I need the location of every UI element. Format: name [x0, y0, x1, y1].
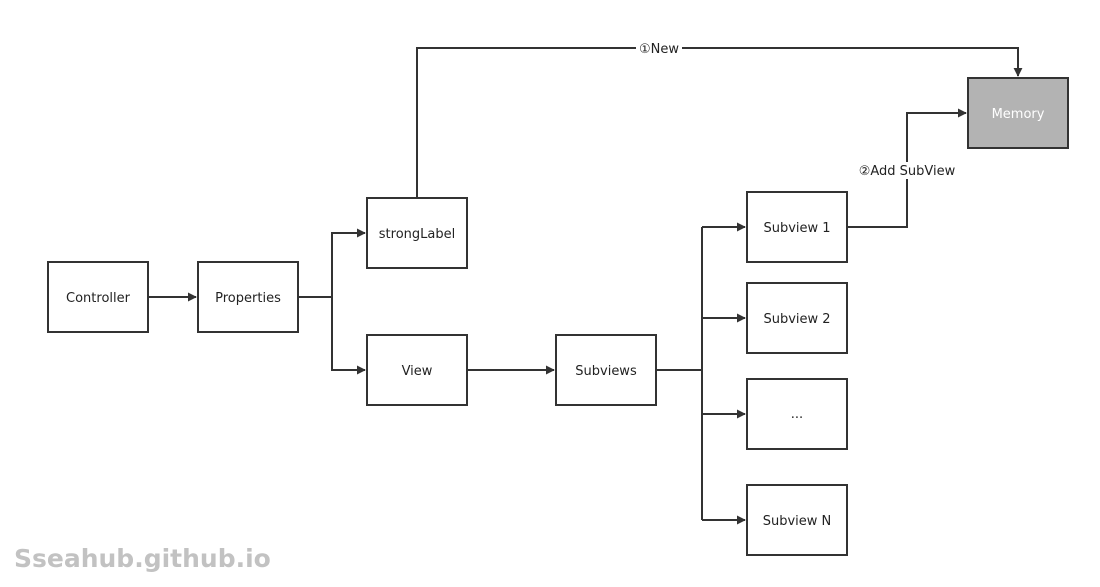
node-view-label: View: [402, 364, 433, 379]
edge-label-new: ①New: [639, 42, 679, 57]
edge-label-bg-new: [636, 40, 682, 56]
edge-properties-stronglabel: [331, 228, 366, 297]
node-subviews[interactable]: Subviews: [555, 334, 657, 406]
node-strong-label-label: strongLabel: [379, 227, 455, 242]
node-strong-label[interactable]: strongLabel: [366, 197, 468, 269]
node-controller[interactable]: Controller: [47, 261, 149, 333]
edge-properties-view: [331, 297, 366, 375]
edge-stronglabel-memory: [416, 47, 1023, 198]
node-controller-label: Controller: [66, 291, 131, 306]
node-subview-2-label: Subview 2: [763, 312, 830, 327]
node-subview-n-label: Subview N: [763, 514, 832, 529]
node-subview-ellipsis[interactable]: ...: [746, 378, 848, 450]
watermark-text: Sseahub.github.io: [14, 544, 271, 573]
node-view[interactable]: View: [366, 334, 468, 406]
node-memory-label: Memory: [992, 107, 1045, 122]
node-subview-n[interactable]: Subview N: [746, 484, 848, 556]
node-subview-1[interactable]: Subview 1: [746, 191, 848, 263]
node-memory[interactable]: Memory: [967, 77, 1069, 149]
node-properties-label: Properties: [215, 291, 281, 306]
node-subview-1-label: Subview 1: [763, 221, 830, 236]
node-subviews-label: Subviews: [575, 364, 637, 379]
edge-labels: ①New ②Add SubView: [636, 40, 957, 179]
edge-label-bg-add-subview: [857, 162, 957, 179]
node-properties[interactable]: Properties: [197, 261, 299, 333]
edge-label-add-subview: ②Add SubView: [859, 164, 956, 179]
node-subview-2[interactable]: Subview 2: [746, 282, 848, 354]
node-subview-ellipsis-label: ...: [791, 407, 803, 422]
